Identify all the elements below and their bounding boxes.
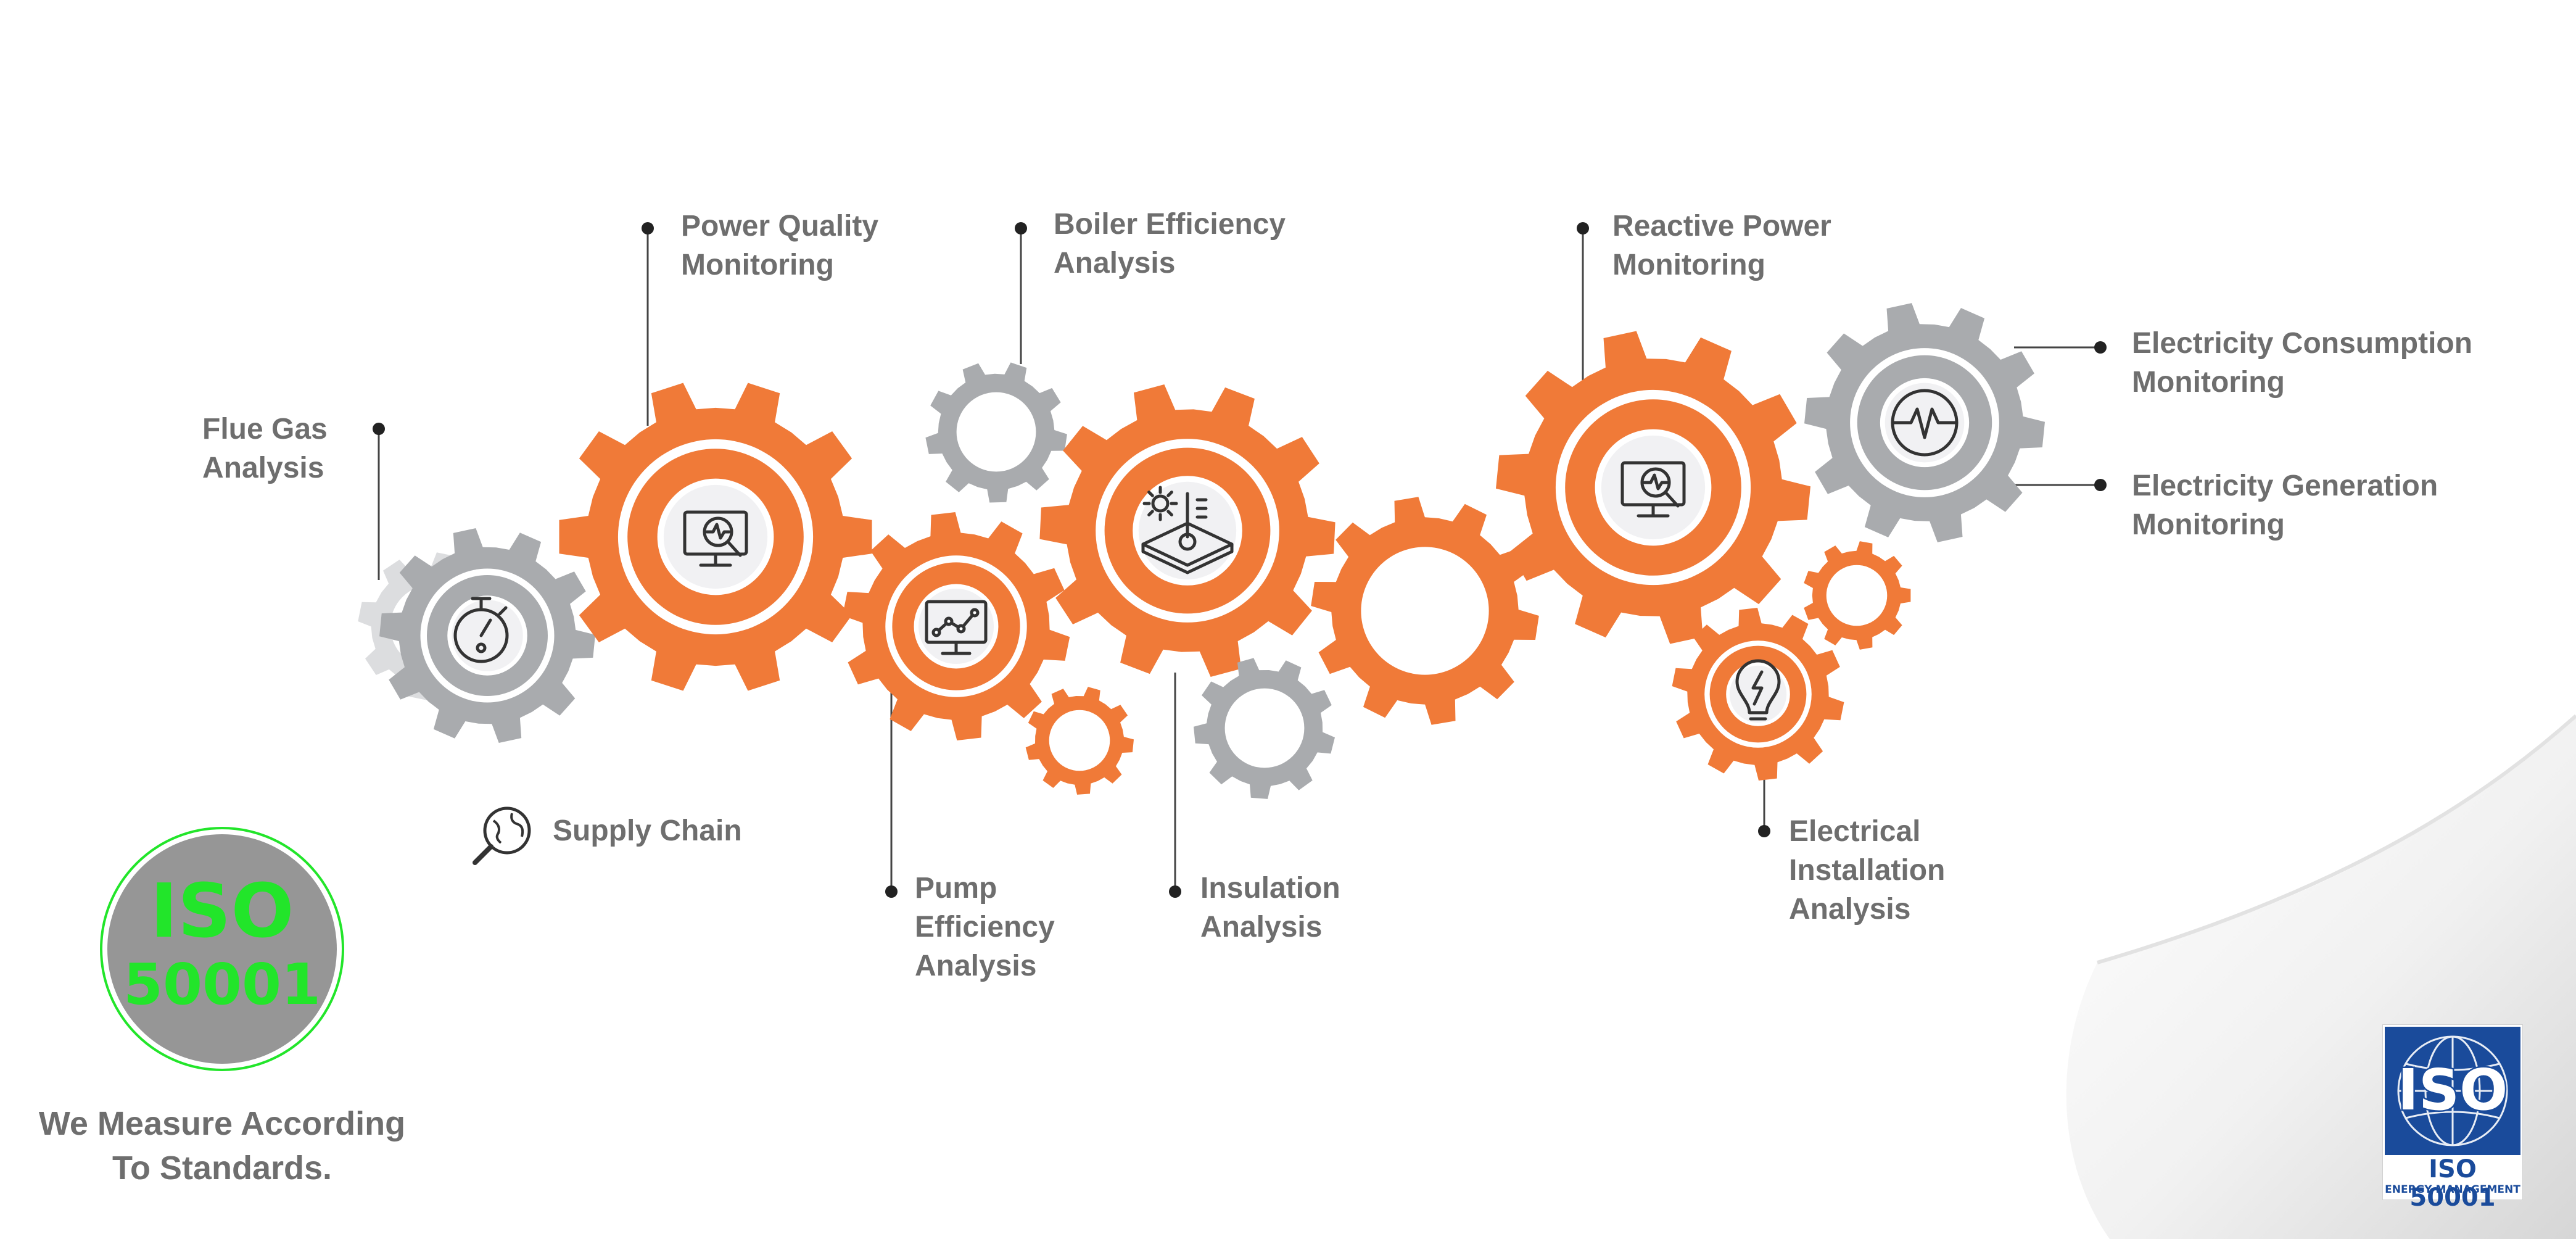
iso-logo: ISO ISO 50001 ENERGY MANAGEMENT (2382, 1024, 2523, 1212)
connector-flue-gas (373, 423, 385, 580)
label-electricity-consumption: Electricity Consumption Monitoring (2132, 327, 2473, 399)
boiler-small-gear (925, 362, 1067, 503)
globe-search-icon (473, 806, 531, 865)
iso-logo-subcaption: ENERGY MANAGEMENT (2385, 1183, 2520, 1196)
temperature-icon (1141, 486, 1234, 574)
waveform-icon (1891, 389, 1959, 457)
label-electricity-generation: Electricity Generation Monitoring (2132, 470, 2438, 541)
middle-ring-gear (1311, 497, 1539, 725)
iso-50001-badge: ISO 50001 (99, 826, 345, 1072)
label-electrical-installation: Electrical Installation Analysis (1789, 815, 1946, 926)
reactive-power-gear (1496, 331, 1810, 644)
label-pump-efficiency: Pump Efficiency Analysis (915, 872, 1055, 982)
label-reactive-power: Reactive Power Monitoring (1612, 210, 1831, 281)
monitor-analysis-icon (683, 510, 748, 567)
iso-logo-text: ISO (2398, 1057, 2508, 1123)
stopwatch-icon (453, 597, 509, 663)
label-insulation: Insulation Analysis (1200, 872, 1340, 943)
iso-logo-caption: ISO 50001 (2409, 1155, 2496, 1212)
connector-insulation (1169, 673, 1181, 898)
monitor-line-chart-icon (925, 600, 988, 655)
flue-gas-gear (379, 528, 595, 743)
power-quality-gear (559, 383, 872, 691)
electricity-consumption-gear (1804, 303, 2045, 542)
connector-reactive-power (1577, 222, 1589, 383)
connector-boiler (1015, 222, 1027, 364)
connector-consumption (2014, 341, 2107, 354)
label-boiler-efficiency: Boiler Efficiency Analysis (1054, 208, 1286, 280)
insulation-small-gear (1194, 658, 1335, 799)
connector-power-quality (642, 222, 654, 426)
iso-badge-line1: ISO (150, 869, 294, 955)
lightbulb-icon (1735, 659, 1781, 721)
connector-generation (2014, 479, 2107, 491)
iso-badge-line2: 50001 (123, 951, 321, 1017)
label-power-quality: Power Quality Monitoring (681, 210, 879, 281)
standards-text: We Measure According To Standards. (38, 1105, 406, 1187)
label-supply-chain: Supply Chain (553, 814, 742, 847)
label-flue-gas: Flue Gas Analysis (202, 413, 328, 484)
monitor-analysis-icon-2 (1620, 461, 1686, 518)
page-curl-shadow (2097, 714, 2576, 964)
small-orange-gear-2 (1804, 541, 1911, 650)
small-orange-gear-1 (1025, 687, 1134, 795)
